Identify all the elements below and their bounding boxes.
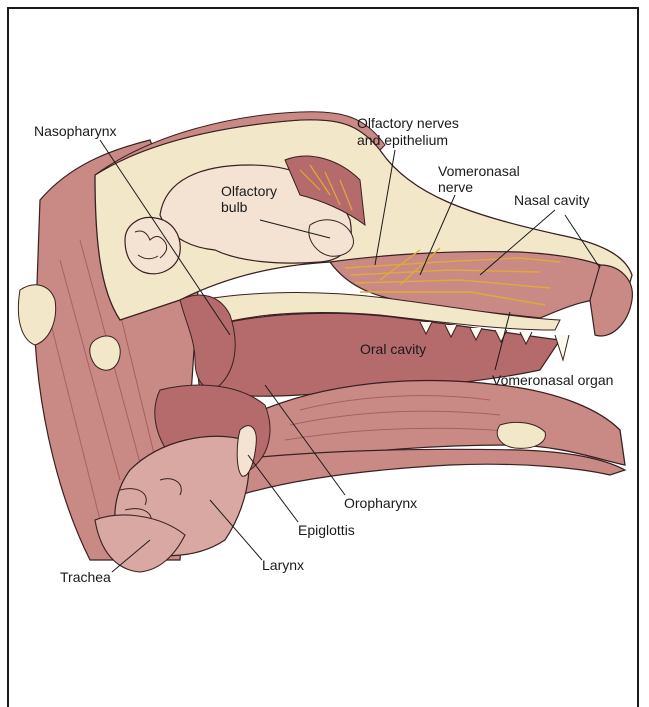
label-vomeronasal-organ: Vomeronasal organ — [492, 372, 613, 388]
label-epiglottis: Epiglottis — [298, 522, 355, 538]
label-nasal-cavity: Nasal cavity — [514, 192, 589, 208]
label-vomeronasal-nerve-line2: nerve — [438, 179, 473, 195]
label-nasopharynx: Nasopharynx — [34, 123, 117, 139]
label-olfactory-bulb-line1: Olfactory — [221, 183, 277, 199]
label-vomeronasal-nerve-line1: Vomeronasal — [438, 163, 520, 179]
label-trachea: Trachea — [60, 569, 111, 585]
label-larynx: Larynx — [262, 557, 304, 573]
label-olfactory-nerves-line2: and epithelium — [357, 132, 448, 148]
label-olfactory-bulb-line2: bulb — [221, 199, 248, 215]
label-oropharynx: Oropharynx — [344, 495, 417, 511]
label-olfactory-nerves-line1: Olfactory nerves — [357, 115, 459, 131]
cerebellum — [125, 217, 180, 273]
label-oral-cavity: Oral cavity — [360, 341, 426, 357]
lower-jaw — [230, 449, 625, 495]
